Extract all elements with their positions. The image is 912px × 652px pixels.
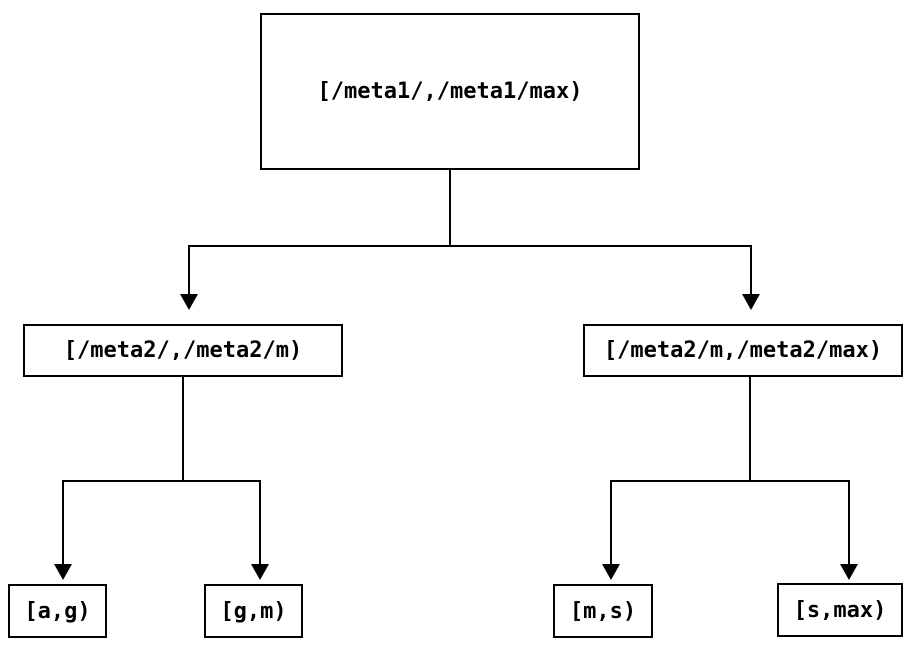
node-leaf-range-3: [m,s): [553, 584, 653, 638]
node-leaf-range-4-label: [s,max): [793, 597, 887, 623]
arrowhead-down-icon: [840, 564, 858, 580]
node-right-range-label: [/meta2/m,/meta2/max): [603, 338, 883, 363]
node-leaf-range-2-label: [g,m): [220, 598, 287, 624]
node-left-range: [/meta2/,/meta2/m): [23, 324, 343, 377]
arrowhead-down-icon: [742, 294, 760, 310]
node-leaf-range-3-label: [m,s): [569, 598, 637, 624]
arrowhead-down-icon: [180, 294, 198, 310]
node-root-range: [/meta1/,/meta1/max): [260, 13, 640, 170]
node-leaf-range-1: [a,g): [8, 584, 107, 638]
node-leaf-range-4: [s,max): [777, 583, 903, 637]
node-left-range-label: [/meta2/,/meta2/m): [63, 338, 303, 363]
node-leaf-range-2: [g,m): [204, 584, 303, 638]
arrowhead-down-icon: [54, 564, 72, 580]
node-root-range-label: [/meta1/,/meta1/max): [317, 79, 583, 104]
arrowhead-down-icon: [251, 564, 269, 580]
node-right-range: [/meta2/m,/meta2/max): [583, 324, 903, 377]
node-leaf-range-1-label: [a,g): [24, 598, 91, 624]
arrowhead-down-icon: [602, 564, 620, 580]
